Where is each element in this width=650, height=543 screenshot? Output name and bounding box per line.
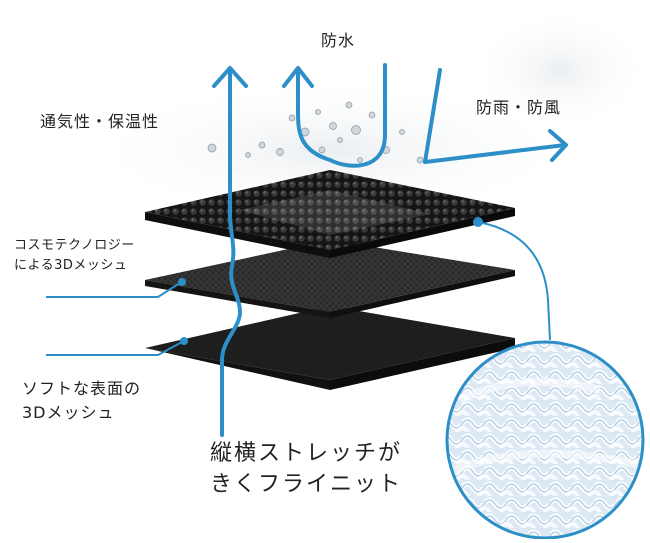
callout-dot-icon [178, 278, 186, 286]
u-turn-arrow-icon [296, 63, 387, 168]
callout-dot-icon [473, 217, 483, 227]
layer-top-top-face [145, 170, 515, 250]
layer-bottom-edge-left [145, 348, 330, 390]
label-cosmo-mesh: コスモテクノロジー による3Dメッシュ [14, 236, 135, 276]
mist-glow [80, 80, 580, 220]
label-soft-line2: 3Dメッシュ [22, 403, 115, 422]
arrow-up-head-left [212, 66, 248, 88]
arrow-up-icon [220, 70, 242, 437]
callout-dot-icon [180, 337, 188, 345]
label-breathable: 通気性・保温性 [40, 112, 160, 131]
water-droplets [207, 101, 424, 171]
leader-lines [46, 221, 551, 356]
layer-bottom-edge-right [330, 338, 515, 390]
knit-zoom-circle [445, 340, 645, 540]
leader-knit-callout [477, 221, 551, 341]
arrow-right-icon [423, 68, 567, 164]
leader-bottom-layer [46, 341, 183, 356]
u-turn-arrow-head [282, 66, 314, 88]
leader-middle-layer [46, 282, 181, 298]
layer-top-highlight [240, 190, 430, 235]
label-cosmo-line2: による3Dメッシュ [14, 258, 128, 273]
label-cosmo-line1: コスモテクノロジー [14, 238, 135, 253]
label-flyknit: 縦横ストレッチが きくフライニット [210, 438, 402, 500]
label-rain-wind: 防雨・防風 [476, 98, 562, 117]
arrows [212, 63, 568, 437]
label-knit-line1: 縦横ストレッチが [210, 441, 403, 466]
layer-middle-edge-right [330, 270, 515, 318]
label-soft-line1: ソフトな表面の [22, 379, 142, 398]
label-knit-line2: きくフライニット [210, 472, 403, 497]
layer-top-edge-right [330, 208, 515, 258]
layer-bottom-top-face [145, 306, 515, 380]
label-soft-mesh: ソフトな表面の 3Dメッシュ [22, 377, 141, 425]
mist-glow-right [470, 10, 650, 130]
layer-top-edge-left [145, 212, 330, 258]
label-waterproof: 防水 [321, 31, 356, 50]
arrow-right-head [548, 129, 568, 162]
